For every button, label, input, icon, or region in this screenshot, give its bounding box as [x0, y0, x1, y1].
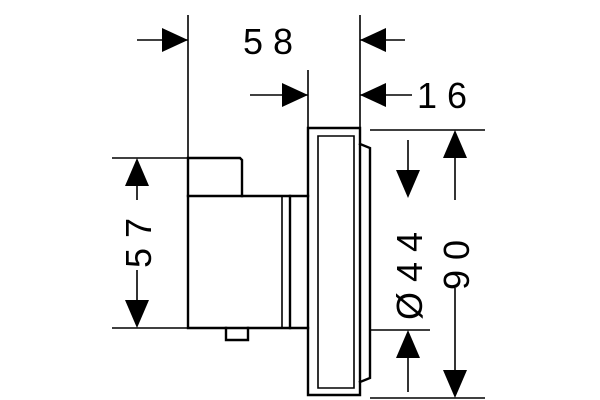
arrow-left-icon — [360, 83, 386, 107]
dimension-57: 57 — [118, 158, 159, 328]
cover-plate — [288, 126, 372, 397]
dimension-16: 16 — [250, 75, 477, 116]
arrow-up-icon — [396, 330, 420, 358]
dim-16-label: 16 — [417, 75, 477, 116]
extension-lines — [112, 15, 485, 399]
dimension-diameter-44: Ø44 — [389, 140, 430, 392]
dim-90-label: 90 — [436, 230, 477, 290]
dimension-58: 58 — [137, 21, 405, 62]
arrow-up-icon — [443, 130, 467, 158]
dimension-90: 90 — [436, 130, 477, 398]
valve-body — [186, 156, 292, 342]
arrow-up-icon — [125, 158, 149, 186]
arrow-left-icon — [360, 28, 386, 52]
arrow-right-icon — [162, 28, 188, 52]
arrow-down-icon — [443, 370, 467, 398]
dim-58-label: 58 — [243, 21, 303, 62]
dim-diameter-label: Ø44 — [389, 222, 430, 320]
arrow-right-icon — [282, 83, 308, 107]
dim-57-label: 57 — [118, 208, 159, 268]
arrow-down-icon — [125, 300, 149, 328]
arrow-down-icon — [396, 170, 420, 198]
